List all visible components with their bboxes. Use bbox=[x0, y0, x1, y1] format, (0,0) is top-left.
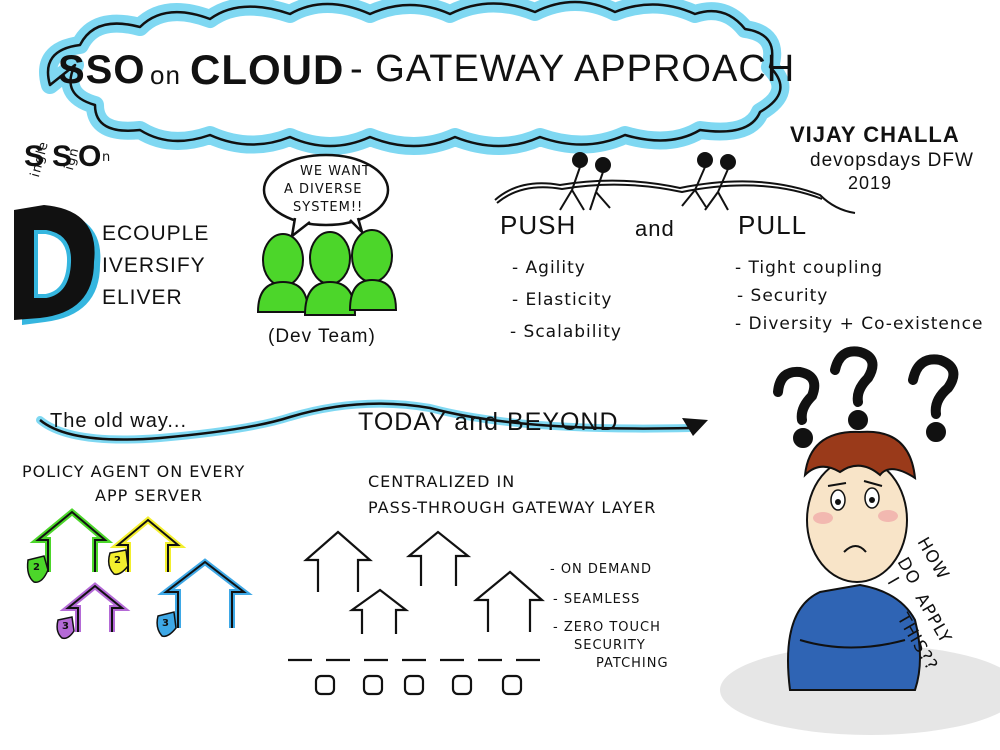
speech-line-3: SYSTEM!! bbox=[293, 200, 364, 215]
confused-person bbox=[720, 430, 1000, 735]
gateway-houses bbox=[303, 530, 545, 634]
speech-line-2: A DIVERSE bbox=[284, 182, 363, 197]
decouple-item: ECOUPLE bbox=[102, 222, 210, 245]
big-d-letter bbox=[14, 205, 101, 325]
old-way-houses bbox=[29, 508, 253, 632]
timeline-old-way: The old way... bbox=[50, 410, 188, 432]
title-on: on bbox=[150, 60, 181, 90]
dev-team-label: (Dev Team) bbox=[268, 326, 376, 347]
diversify-item: IVERSIFY bbox=[102, 254, 206, 277]
new-way-title-2: PASS-THROUGH GATEWAY LAYER bbox=[368, 498, 657, 517]
benefit-patching: PATCHING bbox=[596, 656, 669, 671]
gateway-layer bbox=[288, 658, 540, 696]
sso-sub-n: n bbox=[102, 150, 112, 165]
shield-number-blue: 3 bbox=[162, 618, 170, 629]
old-way-title-2: APP SERVER bbox=[95, 486, 204, 505]
author-name: VIJAY CHALLA bbox=[790, 122, 960, 147]
timeline-today: TODAY and BEYOND bbox=[358, 408, 619, 436]
deliver-item: ELIVER bbox=[102, 286, 183, 309]
title-rest: - GATEWAY APPROACH bbox=[350, 48, 796, 90]
old-way-title-1: POLICY AGENT ON EVERY bbox=[22, 462, 246, 481]
push-label: PUSH bbox=[500, 210, 577, 240]
push-item-scalability: - Scalability bbox=[510, 322, 622, 342]
benefit-security: SECURITY bbox=[574, 638, 646, 653]
author-event: devopsdays DFW bbox=[810, 150, 974, 171]
policy-shields bbox=[26, 549, 177, 640]
tug-of-war bbox=[494, 152, 856, 214]
title-cloud-word: CLOUD bbox=[190, 46, 345, 93]
pull-item-security: - Security bbox=[737, 286, 829, 306]
push-item-elasticity: - Elasticity bbox=[512, 290, 613, 310]
shield-number-yellow: 2 bbox=[114, 555, 122, 566]
pull-item-diversity: - Diversity + Co-existence bbox=[735, 314, 984, 334]
sso-letter-s2: S bbox=[52, 140, 74, 173]
shield-number-purple: 3 bbox=[62, 621, 70, 632]
new-way-title-1: CENTRALIZED IN bbox=[368, 472, 516, 491]
pull-item-coupling: - Tight coupling bbox=[735, 258, 884, 278]
pull-label: PULL bbox=[738, 210, 808, 240]
push-item-agility: - Agility bbox=[512, 258, 586, 278]
dev-team-people bbox=[256, 229, 398, 316]
title-sso: SSO bbox=[58, 48, 146, 92]
title-cloud bbox=[39, 0, 790, 155]
benefit-zero-touch: - ZERO TOUCH bbox=[553, 620, 661, 635]
speech-bubble bbox=[262, 153, 390, 239]
sso-letter-o: O bbox=[78, 140, 103, 173]
shield-number-green: 2 bbox=[33, 562, 41, 573]
and-label: and bbox=[635, 216, 675, 241]
question-marks bbox=[773, 346, 959, 448]
speech-line-1: WE WANT bbox=[300, 164, 371, 179]
timeline-arrow bbox=[36, 399, 708, 444]
benefit-on-demand: - ON DEMAND bbox=[550, 562, 652, 577]
benefit-seamless: - SEAMLESS bbox=[553, 592, 641, 607]
author-year: 2019 bbox=[848, 173, 893, 193]
sso-letter-s1: S bbox=[24, 140, 46, 173]
